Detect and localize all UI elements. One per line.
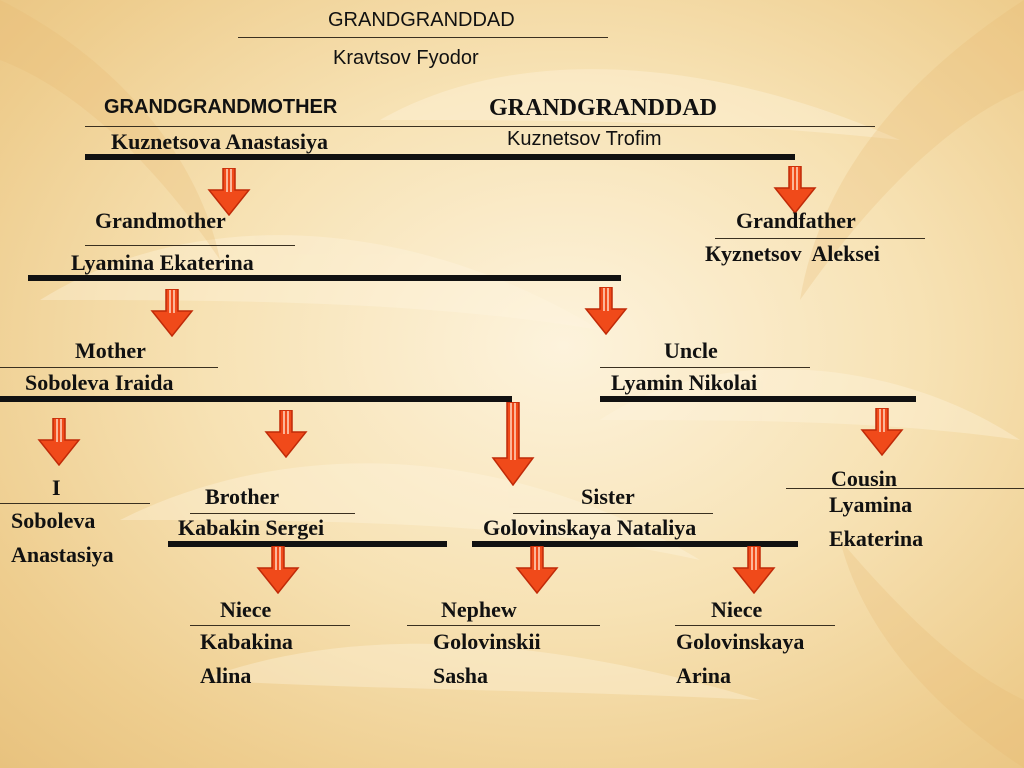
node-name-niece2-line1: Golovinskaya	[676, 629, 805, 654]
down-arrow-icon	[150, 289, 194, 337]
node-name-niece2-line2: Arina	[676, 663, 731, 688]
connector-line	[85, 154, 795, 160]
node-role-sister: Sister	[581, 484, 635, 509]
divider-line	[0, 367, 218, 368]
down-arrow-icon	[515, 546, 559, 594]
node-name-ggd-top: Kravtsov Fyodor	[333, 47, 479, 69]
node-role-cousin: Cousin	[831, 466, 898, 491]
divider-line	[0, 503, 150, 504]
node-name-uncle: Lyamin Nikolai	[611, 370, 758, 395]
node-role-ggm: GRANDGRANDMOTHER	[104, 96, 338, 118]
down-arrow-icon	[256, 546, 300, 594]
down-arrow-icon	[264, 410, 308, 458]
divider-line	[238, 37, 608, 38]
node-name-ggm: Kuznetsova Anastasiya	[111, 129, 328, 154]
node-name-cousin-line2: Ekaterina	[829, 526, 924, 551]
node-role-nephew: Nephew	[441, 597, 517, 622]
down-arrow-icon	[732, 546, 776, 594]
node-role-me: I	[52, 475, 61, 500]
divider-line	[675, 625, 835, 626]
connector-line	[28, 275, 621, 281]
divider-line	[190, 513, 355, 514]
connector-line	[168, 541, 447, 547]
divider-line	[715, 238, 925, 239]
divider-line	[85, 245, 295, 246]
node-name-niece1-line1: Kabakina	[200, 629, 293, 654]
node-name-me-line1: Soboleva	[11, 508, 96, 533]
node-name-grandfather: Кyznetsov Aleksei	[705, 241, 880, 266]
divider-line	[786, 488, 1024, 489]
divider-line	[407, 625, 600, 626]
node-name-sister: Golovinskaya Nataliya	[483, 515, 697, 540]
node-name-niece1-line2: Alina	[200, 663, 252, 688]
node-name-me-line2: Anastasiya	[11, 542, 114, 567]
node-name-mother: Soboleva Iraida	[25, 370, 174, 395]
down-arrow-icon	[491, 402, 535, 486]
node-role-mother: Mother	[75, 338, 146, 363]
node-name-grandmother: Lyamina Ekaterina	[71, 250, 254, 275]
down-arrow-icon	[584, 287, 628, 335]
node-role-ggd-right: GRANDGRANDDAD	[489, 95, 717, 121]
node-role-uncle: Uncle	[664, 338, 718, 363]
node-role-niece2: Niece	[711, 597, 763, 622]
connector-line	[0, 396, 512, 402]
divider-line	[190, 625, 350, 626]
node-name-nephew-line2: Sasha	[433, 663, 489, 688]
node-role-brother: Brother	[205, 484, 280, 509]
node-name-ggd-right: Kuznetsov Trofim	[507, 128, 662, 150]
divider-line	[600, 367, 810, 368]
node-name-nephew-line1: Golovinskii	[433, 629, 541, 654]
node-role-grandmother: Grandmother	[95, 208, 226, 233]
down-arrow-icon	[773, 166, 817, 214]
connector-line	[600, 396, 916, 402]
connector-line	[472, 541, 798, 547]
node-role-ggd-top: GRANDGRANDDAD	[328, 9, 515, 31]
node-role-niece1: Niece	[220, 597, 272, 622]
divider-line	[513, 513, 713, 514]
node-name-brother: Kabakin Sergei	[178, 515, 325, 540]
node-name-cousin-line1: Lyamina	[829, 492, 913, 517]
divider-line	[85, 126, 875, 127]
down-arrow-icon	[860, 408, 904, 456]
down-arrow-icon	[37, 418, 81, 466]
node-role-grandfather: Grandfather	[736, 208, 856, 233]
